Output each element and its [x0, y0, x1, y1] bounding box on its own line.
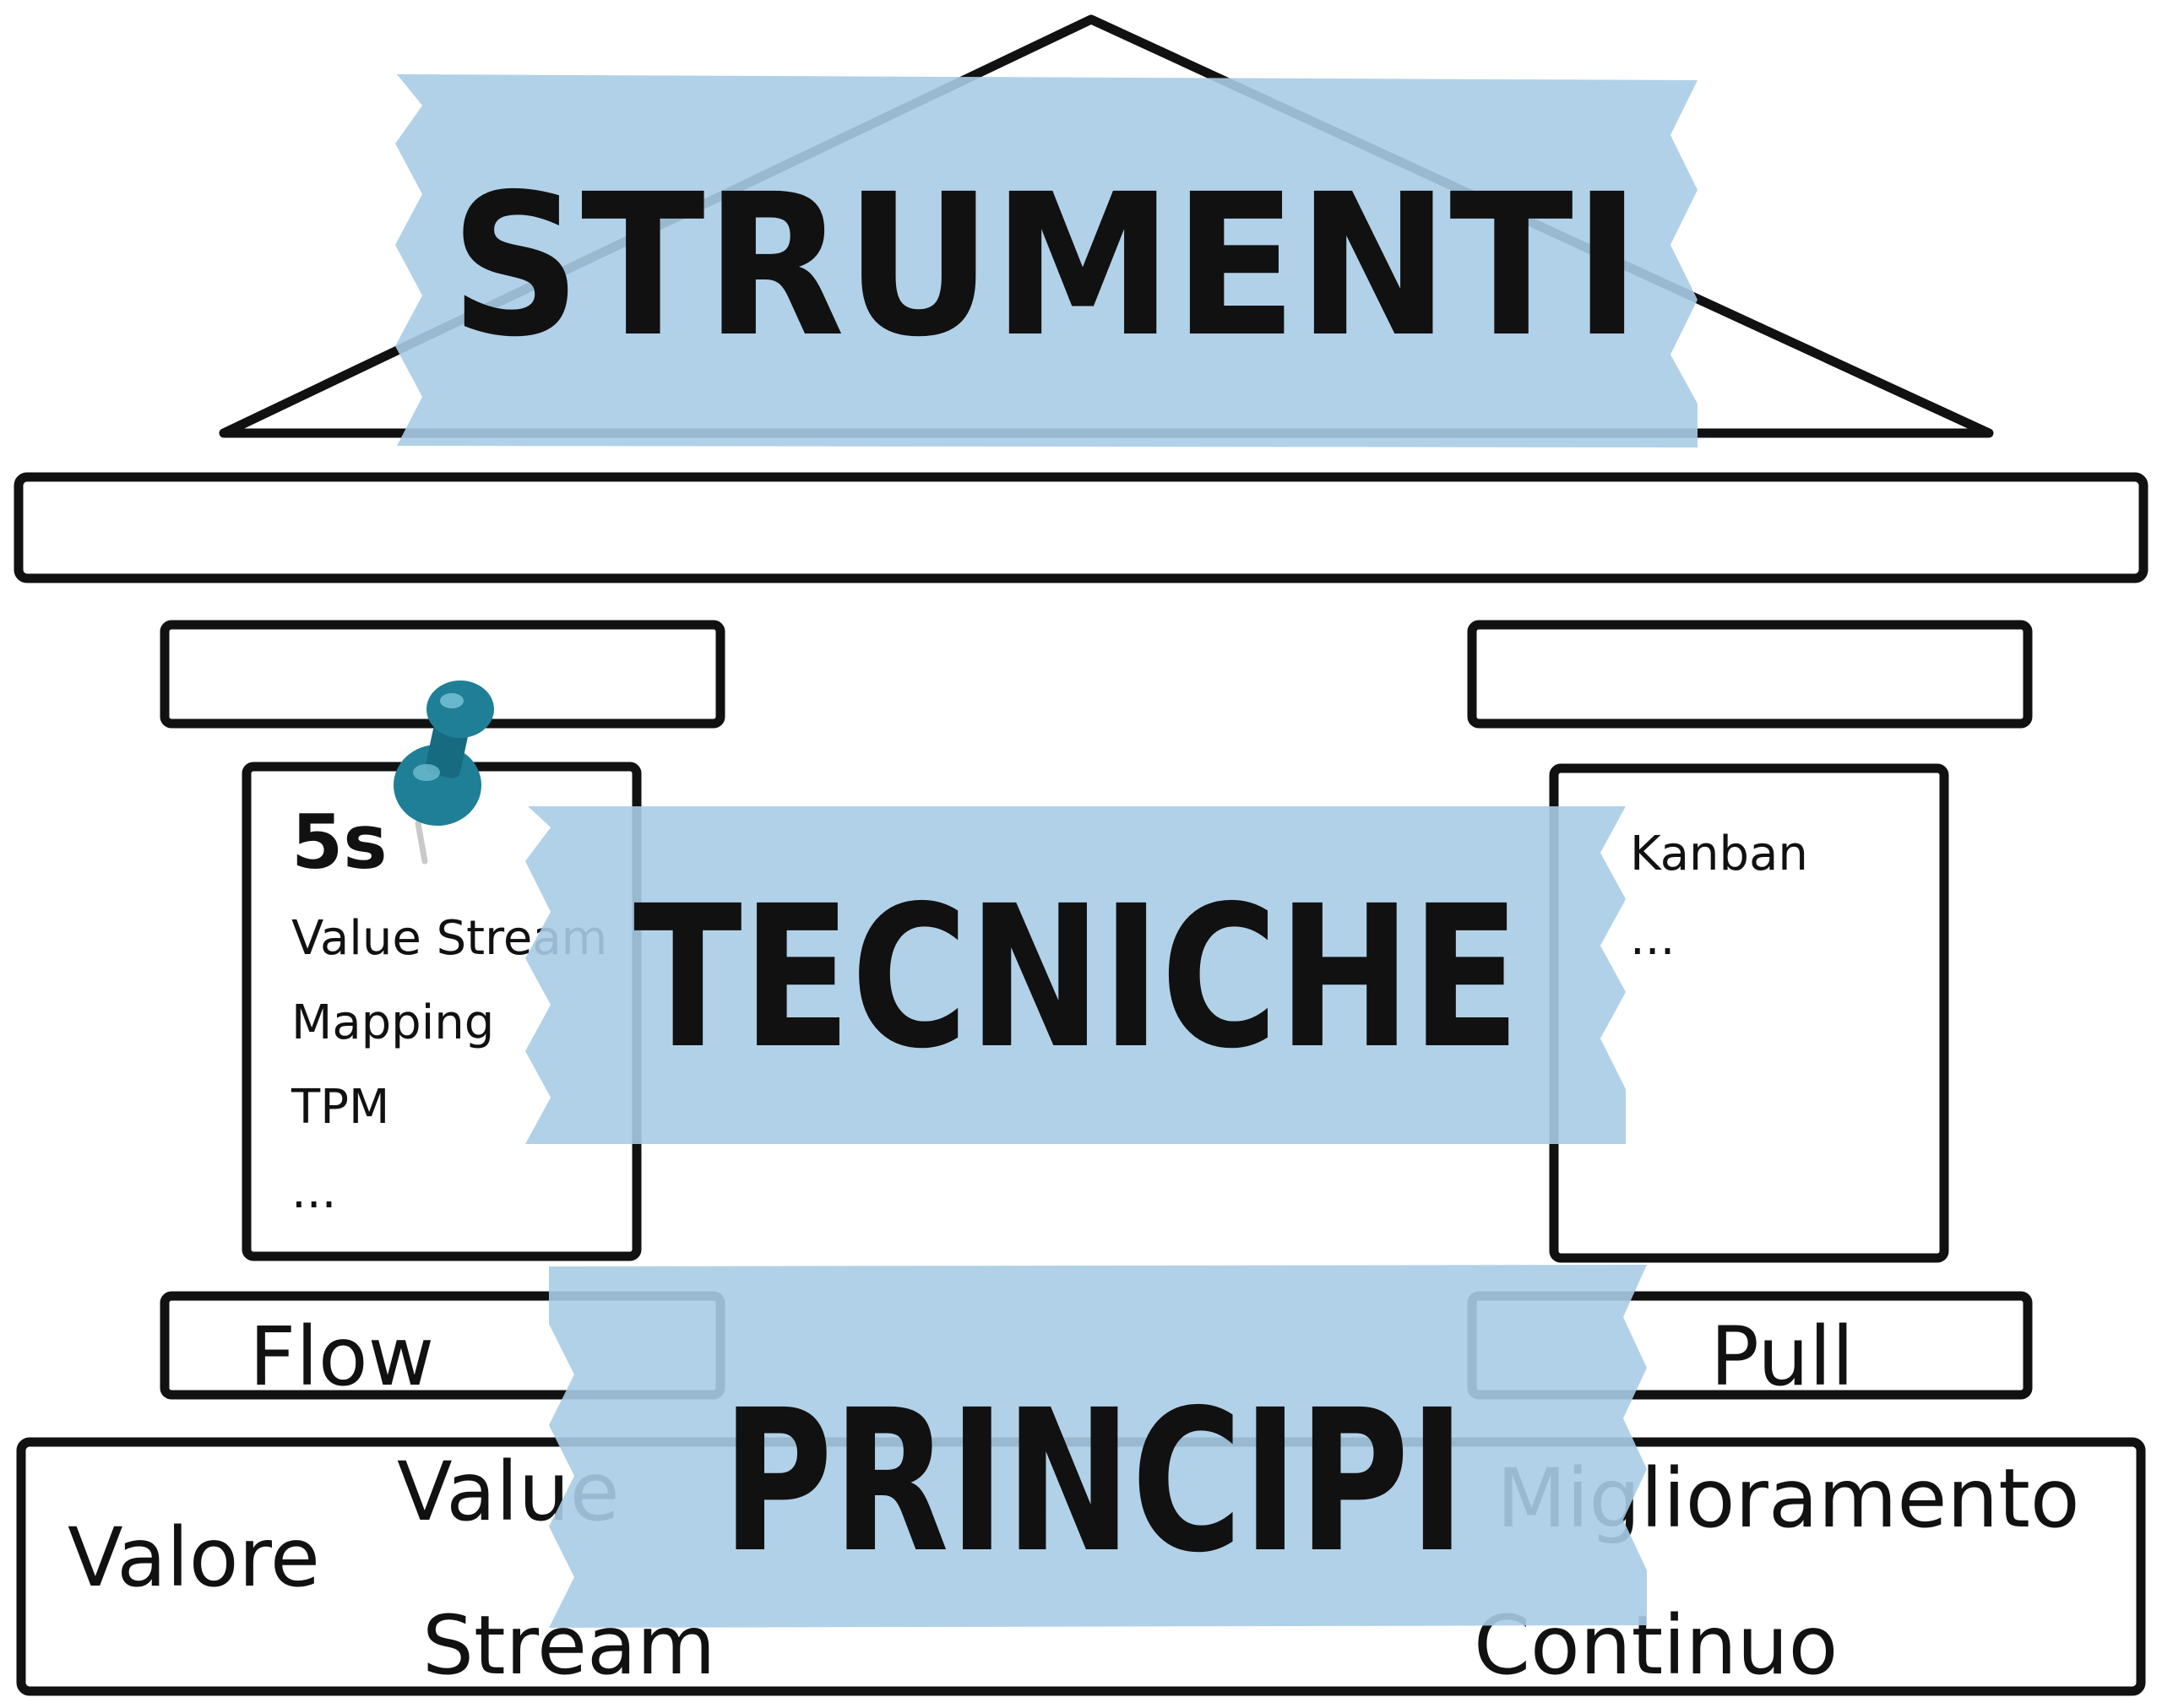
banner-title: PRINCIPI: [722, 1368, 1465, 1596]
left-pillar-label: Flow: [249, 1309, 434, 1404]
left-card-item: ...: [291, 1164, 336, 1219]
banner-title: STRUMENTI: [450, 152, 1641, 380]
tape-banner-techniques: TECNICHE: [525, 806, 1626, 1144]
right-capital: [1467, 620, 2033, 729]
left-card-item: Mapping: [291, 995, 494, 1050]
right-card-item: ...: [1630, 911, 1675, 966]
tape-banner-principles: PRINCIPI: [549, 1265, 1647, 1628]
right-pillar-label: Pull: [1710, 1309, 1854, 1404]
tape-strip: [549, 1265, 1647, 1628]
right-card-item: Kanban: [1630, 827, 1808, 881]
left-card-highlight: 5s: [291, 799, 388, 886]
foundation-value-label: Valore: [68, 1510, 320, 1605]
left-card-item: TPM: [291, 1080, 389, 1135]
push-pin-icon: [394, 680, 494, 865]
banner-title: TECNICHE: [633, 864, 1520, 1092]
tape-strip: [395, 74, 1698, 447]
tape-banner-tools: STRUMENTI: [395, 74, 1698, 447]
tape-strip: [525, 806, 1626, 1144]
architrave-beam: [14, 472, 2148, 583]
